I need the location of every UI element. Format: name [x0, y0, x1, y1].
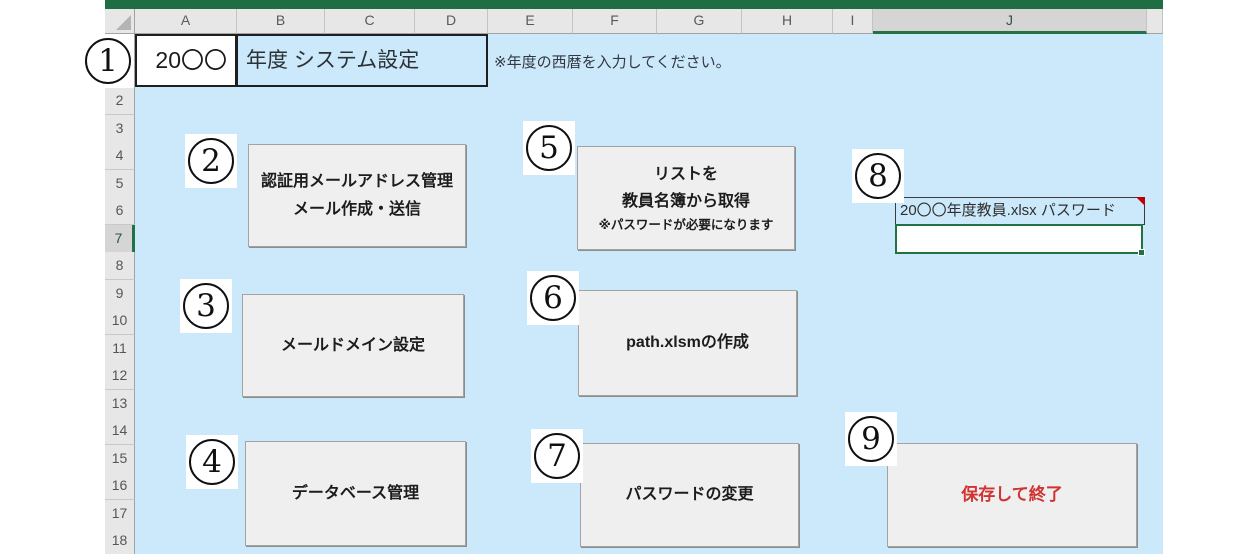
column-header-D[interactable]: D: [415, 9, 488, 34]
get-list-password-note: ※パスワードが必要になります: [598, 218, 774, 233]
year-cell[interactable]: 20〇〇: [135, 34, 237, 87]
auth-mail-line2: メール作成・送信: [292, 200, 421, 218]
row-header-16[interactable]: 16: [105, 472, 135, 500]
column-header-E[interactable]: E: [488, 9, 573, 34]
select-all-triangle-icon: [116, 15, 131, 30]
mail-domain-label: メールドメイン設定: [280, 336, 425, 354]
row-header-8[interactable]: 8: [105, 252, 135, 280]
change-password-button[interactable]: パスワードの変更: [580, 443, 799, 547]
database-management-button[interactable]: データベース管理: [245, 441, 466, 546]
row-header-2[interactable]: 2: [105, 87, 135, 115]
row-header-18[interactable]: 18: [105, 527, 135, 554]
ribbon-bottom-edge: [105, 0, 1163, 9]
row-header-15[interactable]: 15: [105, 444, 135, 473]
row-header-14[interactable]: 14: [105, 417, 135, 445]
column-header-I[interactable]: I: [833, 9, 873, 34]
annotation-circle-4: 4: [189, 439, 235, 485]
change-password-label: パスワードの変更: [625, 486, 754, 504]
row-header-17[interactable]: 17: [105, 499, 135, 528]
row-header-12[interactable]: 12: [105, 362, 135, 390]
fill-handle[interactable]: [1138, 249, 1145, 256]
column-header-C[interactable]: C: [325, 9, 415, 34]
teacher-file-password-label-cell[interactable]: 20〇〇年度教員.xlsx パスワード: [895, 197, 1145, 225]
get-list-line1: リストを: [653, 165, 718, 183]
database-label: データベース管理: [291, 484, 420, 502]
column-header-H[interactable]: H: [742, 9, 833, 34]
row-header-5[interactable]: 5: [105, 169, 135, 198]
column-header-F[interactable]: F: [573, 9, 657, 34]
annotation-circle-2: 2: [188, 138, 234, 184]
create-path-xlsm-button[interactable]: path.xlsmの作成: [578, 290, 797, 396]
column-header-G[interactable]: G: [657, 9, 742, 34]
select-all-corner[interactable]: [105, 9, 135, 34]
annotation-circle-7: 7: [534, 433, 580, 479]
row-header-4[interactable]: 4: [105, 142, 135, 170]
row-header-9[interactable]: 9: [105, 279, 135, 308]
annotation-circle-6: 6: [530, 275, 576, 321]
auth-mail-line1: 認証用メールアドレス管理: [260, 173, 453, 191]
column-header-B[interactable]: B: [237, 9, 325, 34]
row-header-13[interactable]: 13: [105, 389, 135, 418]
annotation-circle-1: 1: [85, 38, 131, 84]
column-header-stub[interactable]: [1147, 9, 1163, 34]
save-and-exit-button[interactable]: 保存して終了: [887, 443, 1137, 547]
comment-marker-icon: [1136, 197, 1145, 206]
column-header-J[interactable]: J: [873, 9, 1147, 34]
get-list-from-roster-button[interactable]: リストを 教員名簿から取得 ※パスワードが必要になります: [577, 146, 795, 250]
row-header-11[interactable]: 11: [105, 334, 135, 363]
row-header-7[interactable]: 7: [105, 224, 135, 253]
annotation-circle-3: 3: [183, 283, 229, 329]
auth-mail-address-button[interactable]: 認証用メールアドレス管理 メール作成・送信: [248, 144, 466, 247]
annotation-circle-8: 8: [855, 153, 901, 199]
row-header-6[interactable]: 6: [105, 197, 135, 225]
annotation-circle-9: 9: [848, 416, 894, 462]
year-instruction-text: ※年度の西暦を入力してください。: [494, 54, 731, 71]
get-list-line2: 教員名簿から取得: [621, 193, 750, 211]
save-and-exit-label: 保存して終了: [961, 484, 1063, 504]
row-header-3[interactable]: 3: [105, 114, 135, 143]
row-header-10[interactable]: 10: [105, 307, 135, 335]
mail-domain-settings-button[interactable]: メールドメイン設定: [242, 294, 464, 397]
sheet-title-cell[interactable]: 年度 システム設定: [236, 34, 488, 87]
create-path-label: path.xlsmの作成: [626, 334, 749, 352]
annotation-circle-5: 5: [526, 125, 572, 171]
password-input-cell[interactable]: [895, 224, 1145, 256]
column-header-A[interactable]: A: [135, 9, 237, 34]
